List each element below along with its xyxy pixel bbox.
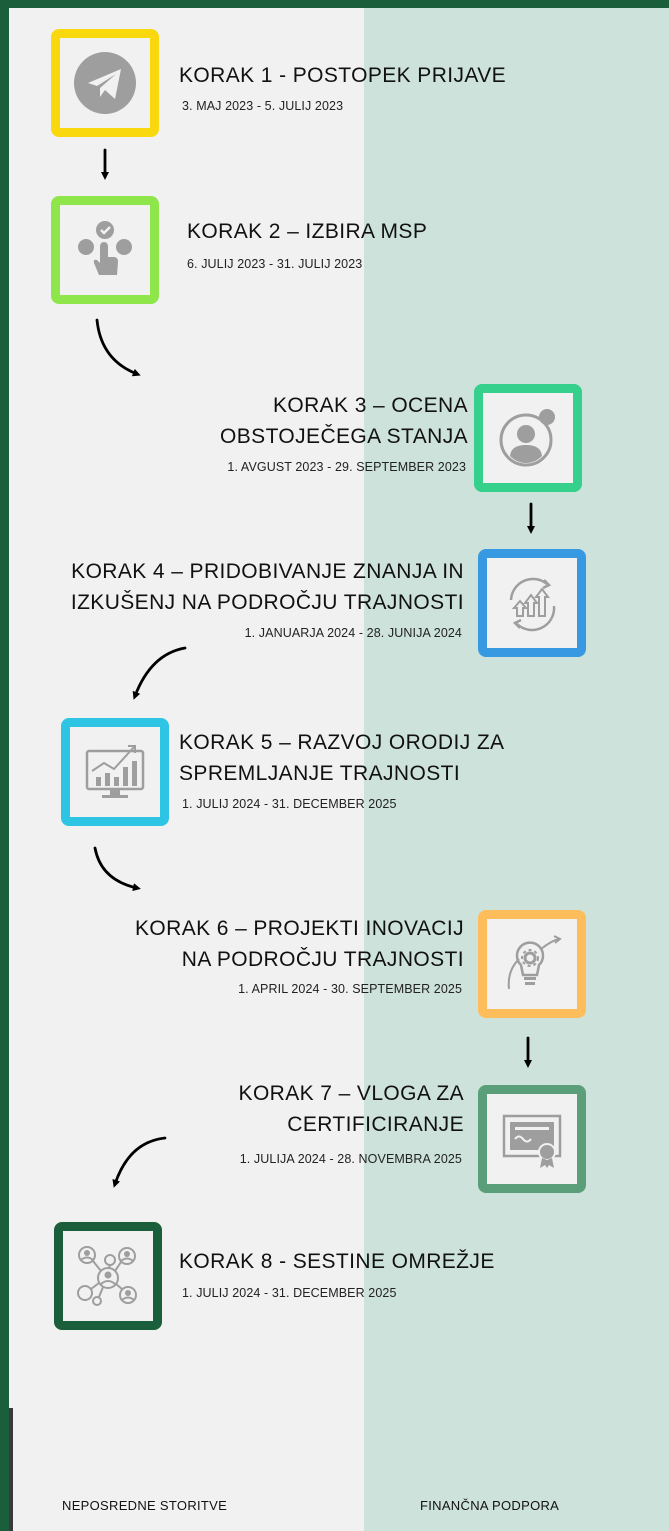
arrow-7-to-8: [112, 1136, 167, 1188]
step-6-title: KORAK 6 – PROJEKTI INOVACIJ NA PODROČJU …: [135, 917, 464, 971]
step-1-title: KORAK 1 - POSTOPEK PRIJAVE: [179, 64, 507, 87]
timeline-canvas: KORAK 1 - POSTOPEK PRIJAVE 3. MAJ 2023 -…: [9, 8, 669, 1531]
step-7-date: 1. JULIJA 2024 - 28. NOVEMBRA 2025: [239, 1152, 462, 1166]
select-option-icon: [78, 221, 132, 275]
step-4-date: 1. JANUARJA 2024 - 28. JUNIJA 2024: [244, 626, 462, 640]
step-5-title: KORAK 5 – RAZVOJ ORODIJ ZA SPREMLJANJE T…: [179, 731, 505, 785]
step-3-date: 1. AVGUST 2023 - 29. SEPTEMBER 2023: [227, 460, 466, 474]
step-2-date: 6. JULIJ 2023 - 31. JULIJ 2023: [187, 257, 363, 271]
step-1-date: 3. MAJ 2023 - 5. JULIJ 2023: [182, 99, 344, 113]
arrow-4-to-5: [132, 646, 187, 700]
step-4-title: KORAK 4 – PRIDOBIVANJE ZNANJA IN IZKUŠEN…: [70, 560, 464, 614]
user-profile-icon: [499, 409, 555, 467]
step-7-icon-box: [478, 1085, 586, 1193]
edge-strip: [9, 1408, 13, 1531]
step-3-title: KORAK 3 – OCENA OBSTOJEČEGA STANJA: [220, 394, 468, 448]
step-7-title: KORAK 7 – VLOGA ZA CERTIFICIRANJE: [238, 1082, 464, 1136]
step-8-icon-box: [54, 1222, 162, 1330]
step-8-title: KORAK 8 - SESTINE OMREŽJE: [179, 1250, 495, 1273]
financial-support-column: [364, 8, 669, 1531]
send-icon: [74, 52, 136, 114]
arrow-2-to-3: [95, 318, 141, 377]
connector-arrows: [93, 148, 535, 1188]
step-2-icon-box: [51, 196, 159, 304]
step-3-icon-box: [474, 384, 582, 492]
footer-right-label: FINANČNA PODPORA: [420, 1498, 560, 1513]
step-8-date: 1. JULIJ 2024 - 31. DECEMBER 2025: [182, 1286, 397, 1300]
step-6-date: 1. APRIL 2024 - 30. SEPTEMBER 2025: [238, 982, 462, 996]
step-2-title: KORAK 2 – IZBIRA MSP: [187, 220, 428, 243]
step-6-icon-box: [478, 910, 586, 1018]
step-4-icon-box: [478, 549, 586, 657]
step-1-icon-box: [51, 29, 159, 137]
network-icon: [77, 1246, 137, 1306]
certificate-icon: [502, 1114, 562, 1168]
arrow-5-to-6: [93, 846, 141, 892]
growth-cycle-icon: [509, 577, 556, 632]
step-5-date: 1. JULIJ 2024 - 31. DECEMBER 2025: [182, 797, 397, 811]
footer-left-label: NEPOSREDNE STORITVE: [62, 1498, 228, 1513]
idea-bulb-icon: [507, 935, 562, 990]
step-5-icon-box: [61, 718, 169, 826]
analytics-monitor-icon: [85, 745, 145, 798]
